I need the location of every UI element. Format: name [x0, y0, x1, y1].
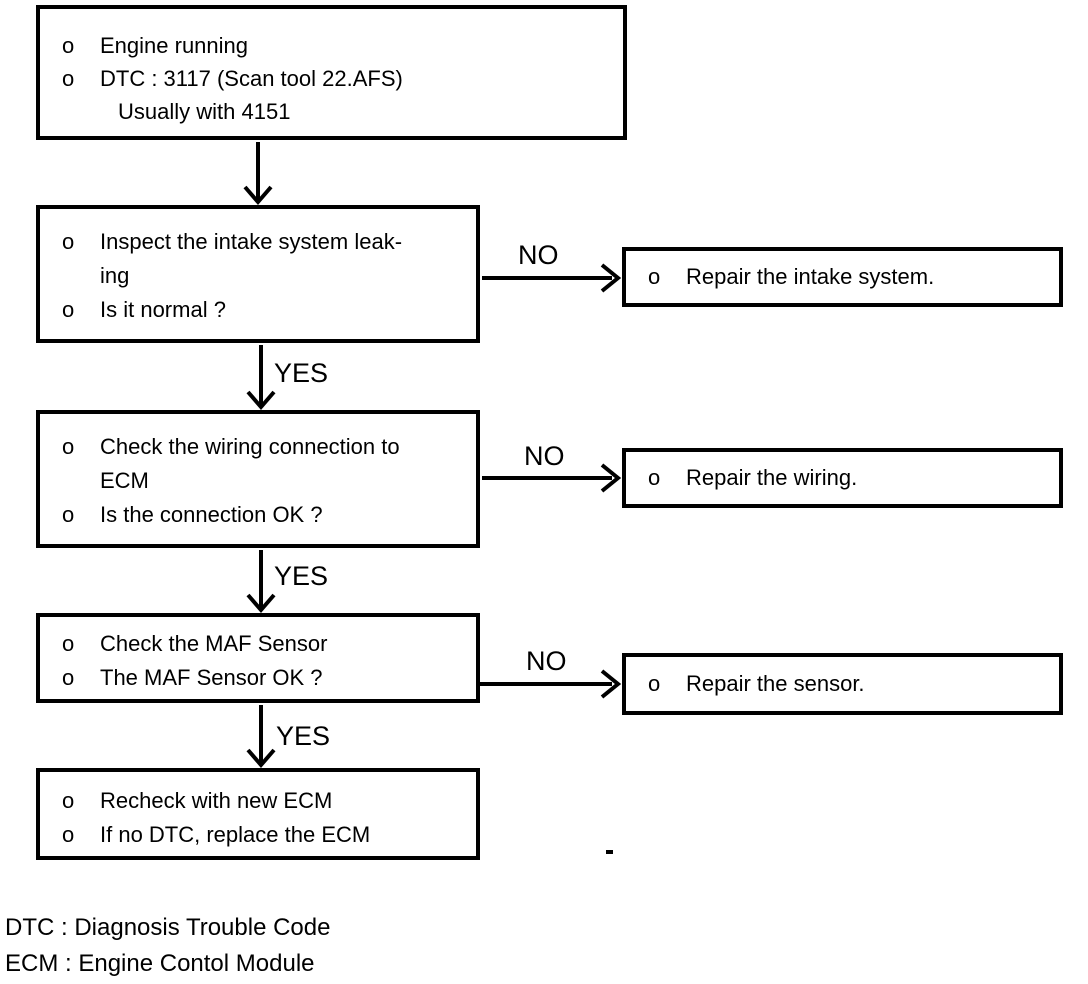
- node-line: Usually with 4151: [40, 95, 623, 128]
- legend-line-dtc: DTC : Diagnosis Trouble Code: [5, 914, 331, 941]
- bullet-marker: o: [62, 822, 75, 847]
- node-text: DTC : 3117 (Scan tool 22.AFS): [100, 66, 403, 91]
- node-line: o DTC : 3117 (Scan tool 22.AFS): [40, 62, 623, 95]
- flow-node-repair-sensor: o Repair the sensor.: [622, 653, 1063, 715]
- bullet-marker: [58, 95, 118, 128]
- node-line: o The MAF Sensor OK ?: [40, 661, 476, 695]
- bullet-marker: [40, 464, 100, 498]
- flow-node-recheck-ecm: o Recheck with new ECM o If no DTC, repl…: [36, 768, 480, 860]
- node-text: Usually with 4151: [118, 99, 291, 124]
- node-line: o Repair the wiring.: [626, 461, 1059, 495]
- bullet-marker: o: [62, 33, 75, 58]
- edge-label-no-1: NO: [518, 240, 559, 270]
- node-line: o Engine running: [40, 29, 623, 62]
- node-line: o Check the wiring connection to: [40, 430, 476, 464]
- node-line: o Repair the sensor.: [626, 667, 1059, 701]
- bullet-marker: o: [648, 671, 661, 696]
- node-line: ing: [40, 259, 476, 293]
- node-text: Check the wiring connection to: [100, 434, 400, 459]
- legend-line-ecm: ECM : Engine Contol Module: [5, 950, 315, 977]
- node-text: Inspect the intake system leak-: [100, 229, 403, 254]
- edge-label-no-2: NO: [524, 441, 565, 471]
- bullet-marker: o: [62, 631, 75, 656]
- arrow-yes-2: [246, 550, 276, 614]
- node-text: Engine running: [100, 33, 249, 58]
- node-text: The MAF Sensor OK ?: [100, 665, 323, 690]
- flow-node-start: o Engine running o DTC : 3117 (Scan tool…: [36, 5, 627, 140]
- flow-node-check-maf-sensor: o Check the MAF Sensor o The MAF Sensor …: [36, 613, 480, 703]
- bullet-marker: o: [62, 434, 75, 459]
- node-line: o Is it normal ?: [40, 293, 476, 327]
- arrow-start-to-step1: [243, 142, 273, 206]
- node-line: o Inspect the intake system leak-: [40, 225, 476, 259]
- node-text: Repair the intake system.: [686, 264, 935, 289]
- abbreviation-legend: DTC : Diagnosis Trouble Code ECM : Engin…: [5, 910, 330, 982]
- node-line: o Check the MAF Sensor: [40, 627, 476, 661]
- edge-label-no-3: NO: [526, 646, 567, 676]
- flow-node-repair-intake: o Repair the intake system.: [622, 247, 1063, 307]
- edge-label-yes-2: YES: [274, 561, 329, 591]
- flow-node-inspect-intake: o Inspect the intake system leak- ing o …: [36, 205, 480, 343]
- bullet-marker: o: [648, 465, 661, 490]
- node-line: ECM: [40, 464, 476, 498]
- node-text: Recheck with new ECM: [100, 788, 333, 813]
- node-line: o Recheck with new ECM: [40, 784, 476, 818]
- bullet-marker: o: [62, 502, 75, 527]
- flow-node-repair-wiring: o Repair the wiring.: [622, 448, 1063, 508]
- flow-node-check-wiring: o Check the wiring connection to ECM o I…: [36, 410, 480, 548]
- node-text: Repair the wiring.: [686, 465, 858, 490]
- node-text: ECM: [100, 468, 149, 493]
- node-line: o Is the connection OK ?: [40, 498, 476, 532]
- arrow-yes-1: [246, 345, 276, 411]
- bullet-marker: o: [648, 264, 661, 289]
- bullet-marker: o: [62, 665, 75, 690]
- node-line: o If no DTC, replace the ECM: [40, 818, 476, 852]
- node-text: Is the connection OK ?: [100, 502, 323, 527]
- arrow-yes-3: [246, 705, 276, 769]
- bullet-marker: o: [62, 297, 75, 322]
- node-text: Is it normal ?: [100, 297, 226, 322]
- bullet-marker: o: [62, 66, 75, 91]
- node-text: If no DTC, replace the ECM: [100, 822, 371, 847]
- scan-artifact-dot: [606, 850, 613, 854]
- node-text: Repair the sensor.: [686, 671, 865, 696]
- bullet-marker: [40, 259, 100, 293]
- edge-label-yes-1: YES: [274, 358, 329, 388]
- node-text: Check the MAF Sensor: [100, 631, 328, 656]
- node-text: ing: [100, 263, 130, 288]
- bullet-marker: o: [62, 229, 75, 254]
- bullet-marker: o: [62, 788, 75, 813]
- edge-label-yes-3: YES: [276, 721, 331, 751]
- node-line: o Repair the intake system.: [626, 260, 1059, 294]
